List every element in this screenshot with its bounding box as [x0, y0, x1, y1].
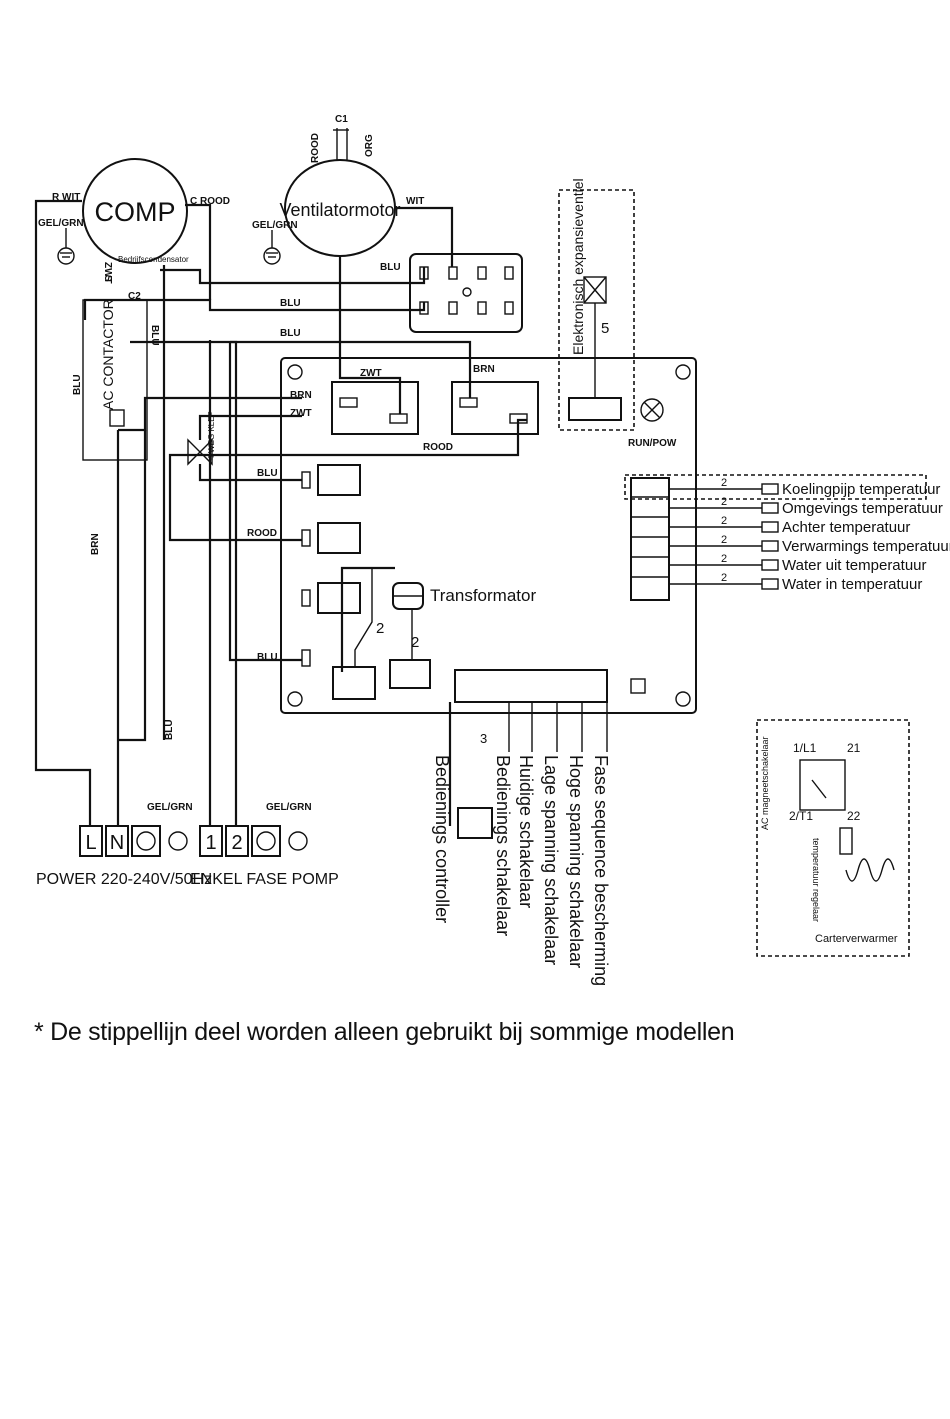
four-way-valve-label: 4-WEG KLEP [207, 411, 216, 460]
wire-label-blu-left: BLU [72, 374, 83, 395]
terminal-2: 2 [231, 832, 242, 854]
sensor-probe-icon [761, 521, 779, 533]
wire-label-blu-contactor: BLU [149, 325, 160, 346]
sensor-label: Water uit temperatuur [782, 557, 927, 574]
crankcase-l1: 1/L1 [793, 741, 817, 755]
switch-label: Lage spanning schakelaar [541, 755, 561, 965]
wire-label-rood-relay: ROOD [423, 442, 453, 453]
compressor-label: COMP [95, 197, 176, 227]
wire-label-blu-4: BLU [257, 652, 278, 663]
wire-label-org: ORG [364, 134, 375, 157]
sensor-label: Water in temperatuur [782, 576, 922, 593]
terminal-1: 1 [205, 832, 216, 854]
heater-label: Carterverwarmer [815, 933, 898, 945]
power-terminal: L N [79, 825, 188, 857]
footnote: * De stippellijn deel worden alleen gebr… [34, 1018, 735, 1046]
wire-label-rood-c1: ROOD [310, 133, 321, 163]
switch-label: Bedienings schakelaar [493, 755, 513, 936]
terminal-l: L [85, 832, 96, 854]
relay-2 [451, 381, 539, 435]
wire-label-blu-top-1: BLU [380, 262, 401, 273]
sensor-probe-icon [761, 483, 779, 495]
transformer-label: Transformator [430, 586, 536, 605]
wire-label-zwt: ZWT [290, 408, 312, 419]
sensor-count: 2 [721, 534, 727, 546]
wire-label-r-wit: R WIT [52, 192, 80, 203]
crankcase-title: AC magneetschakelaar [760, 736, 770, 830]
pump-label: ENKEL FASE POMP [190, 871, 339, 888]
run-pow-led [640, 398, 664, 422]
trafo-count-1: 2 [376, 620, 384, 637]
transformer [392, 582, 424, 610]
wire-label-gel-grn-fan: GEL/GRN [252, 220, 298, 231]
controller-box [457, 807, 493, 839]
expansion-valve-label: Elektronisch expansieventiel [570, 178, 586, 355]
wire-label-blu-1: BLU [257, 468, 278, 479]
wire-label-rood-2: ROOD [247, 528, 277, 539]
switch-label: Hoge spanning schakelaar [566, 755, 586, 968]
expansion-count: 5 [601, 320, 609, 337]
switch-label: Fase sequence bescherming [591, 755, 611, 986]
sensor-count: 2 [721, 477, 727, 489]
control-board [280, 357, 697, 714]
connector-block [409, 253, 523, 333]
fan-motor-label: Ventilatormotor [279, 200, 400, 220]
wires [34, 199, 527, 826]
wire-label-blu-bottom: BLU [164, 719, 175, 740]
pump-terminal: 1 2 [199, 825, 308, 857]
sensor-label: Verwarmings temperatuur [782, 538, 950, 555]
sensor-count: 2 [721, 572, 727, 584]
switch-label: Huidige schakelaar [516, 755, 536, 908]
crankcase-21: 21 [847, 741, 861, 755]
ground-icon [263, 230, 281, 265]
switch-list: Bedienings controller Bedienings schakela… [432, 702, 611, 986]
wire-label-zwt-top: ZWT [360, 368, 382, 379]
wire-label-zwt-comp: ZWT [102, 262, 113, 284]
trafo-count-2: 2 [411, 634, 419, 651]
four-way-valve [187, 438, 213, 466]
run-capacitor-label: Bedrijfscondensator [118, 255, 189, 264]
wire-label-wit: WIT [406, 196, 424, 207]
sensor-label: Achter temperatuur [782, 519, 910, 536]
sensor-count: 2 [721, 496, 727, 508]
gel-grn-power: GEL/GRN [147, 802, 193, 813]
ground-icon [57, 228, 75, 265]
switch-connector [454, 669, 608, 703]
run-pow-label: RUN/POW [628, 438, 677, 449]
expansion-valve-group [558, 189, 635, 431]
sensor-probe-icon [761, 578, 779, 590]
wire-label-brn: BRN [290, 390, 312, 401]
wire-label-gel-grn-comp: GEL/GRN [38, 218, 84, 229]
controller-count: 3 [480, 731, 487, 746]
wire-label-blu-top-3: BLU [280, 328, 301, 339]
relay-1 [331, 381, 419, 435]
wire-label-brn-top: BRN [473, 364, 495, 375]
terminal-n: N [110, 832, 124, 854]
crankcase-t1: 2/T1 [789, 809, 813, 823]
wire-label-brn-left: BRN [90, 533, 101, 555]
sensor-count: 2 [721, 553, 727, 565]
wire-label-s: S [102, 275, 113, 282]
power-label: POWER 220-240V/50Hz [36, 871, 212, 888]
sensor-probe-icon [761, 559, 779, 571]
sensor-label: Koelingpijp temperatuur [782, 481, 940, 498]
fan-motor: Ventilatormotor [279, 159, 401, 257]
wire-label-c1: C1 [335, 114, 348, 125]
ac-contactor-label: AC CONTACTOR [100, 299, 116, 410]
sensor-label: Omgevings temperatuur [782, 500, 943, 517]
sensor-probe-icon [761, 540, 779, 552]
switch-label: Bedienings controller [432, 755, 452, 923]
wire-label-blu-top-2: BLU [280, 298, 301, 309]
sensor-probe-icon [761, 502, 779, 514]
sensor-count: 2 [721, 515, 727, 527]
compressor: COMP [82, 158, 188, 264]
gel-grn-pump: GEL/GRN [266, 802, 312, 813]
regulator-label: temperatuur regelaar [811, 838, 821, 922]
wire-label-c2: C2 [128, 291, 141, 302]
crankcase-22: 22 [847, 809, 861, 823]
wire-label-c-rood: C ROOD [190, 196, 230, 207]
crankcase-heater-group [756, 719, 910, 957]
